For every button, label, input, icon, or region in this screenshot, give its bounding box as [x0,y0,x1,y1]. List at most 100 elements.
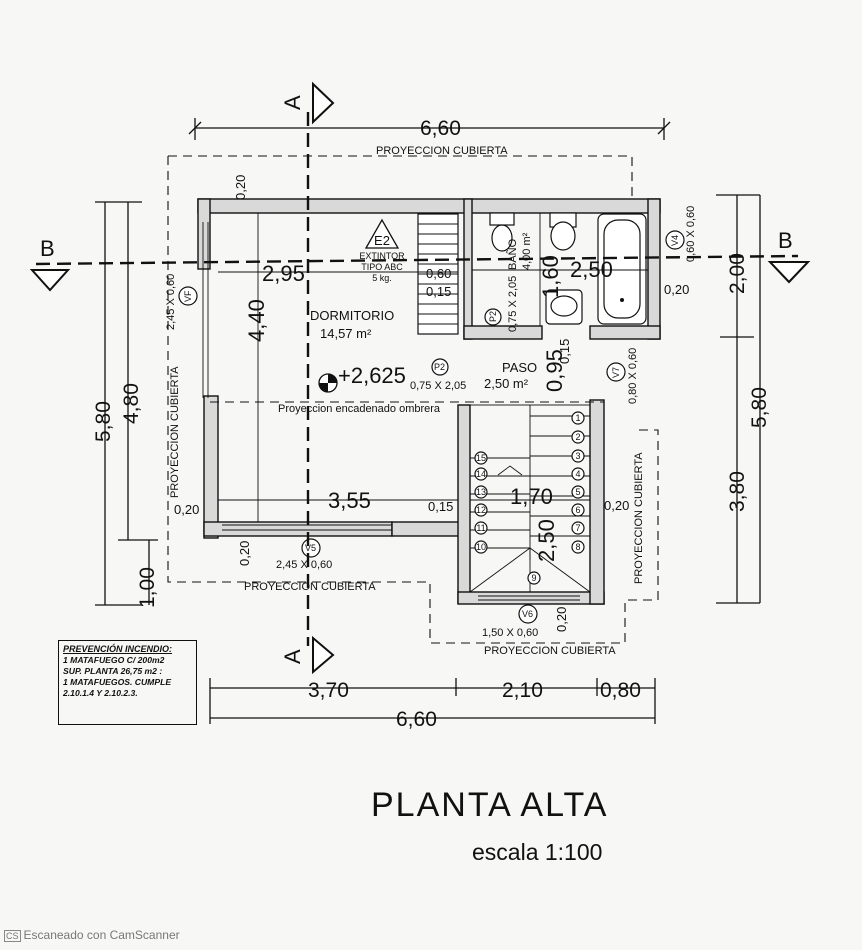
extinguisher-line3: 5 kg. [372,273,392,283]
extinguisher-symbol: E2 EXTINTOR TIPO ABC 5 kg. [359,218,405,283]
note-heading: PREVENCIÓN INCENDIO: [63,644,173,654]
step-10: 10 [474,540,488,554]
step-7: 7 [571,521,585,535]
tag-v5: V5 [305,543,316,553]
axis-b-label-left: B [40,236,55,261]
tag-v7-dim: 0,80 X 0,60 [627,348,639,404]
step-13: 13 [474,485,488,499]
step-11: 11 [474,521,488,535]
room-bano-area: 4,00 m² [521,232,533,270]
left-dimensions: 5,80 4,80 1,00 [92,201,159,608]
tag-v4-dim: 0,60 X 0,60 [685,206,697,262]
dim-2-50-stair: 2,50 [534,519,559,562]
svg-text:11: 11 [476,523,485,533]
dim-0-95: 0,95 [542,349,567,392]
room-paso-area: 2,50 m² [484,376,529,391]
dim-0-20-stair: 0,20 [554,607,569,632]
section-a-label-top: A [280,95,305,110]
section-axis-a: A A [280,81,335,675]
svg-text:3: 3 [575,451,580,461]
dim-right-2-00: 2,00 [726,253,749,294]
interior-dimensions: 2,95 2,50 4,40 3,55 1,70 1,60 0,95 2,50 … [174,175,689,632]
svg-text:14: 14 [476,469,486,479]
tag-p2-top: P2 [488,311,498,322]
stair-upper-flight [417,213,459,335]
stair-step-numbers: 1 2 3 4 5 6 7 8 9 10 11 12 13 14 15 [474,411,585,585]
wall-right [647,198,661,340]
note-line-4: 2.10.1.4 Y 2.10.2.3. [63,688,138,698]
dim-2-50: 2,50 [570,257,613,282]
window-v6 [478,595,580,601]
room-dormitorio-area: 14,57 m² [320,326,372,341]
step-12: 12 [474,503,488,517]
roof-projection-label-top: PROYECCION CUBIERTA [376,145,508,157]
dim-0-15-stair: 0,15 [426,284,451,299]
level-marker: +2,625 [318,363,406,393]
roof-projection-label-bottom-right: PROYECCION CUBIERTA [484,645,616,657]
note-line-3: 1 MATAFUEGOS. CUMPLE [63,677,172,687]
tag-p2-top-dim: 0,75 X 2,05 [507,276,519,332]
wall-bath-bottom-left [463,325,543,340]
dim-0-20-bottom: 0,20 [237,541,252,566]
plan-scale: escala 1:100 [472,839,603,865]
extinguisher-code: E2 [374,233,390,248]
step-9: 9 [527,571,541,585]
tag-vf-left-dim: 2,45 X 0,60 [165,274,177,330]
lintel-projection-label: Proyeccion encadenado ombrera [278,403,441,415]
wall-bath-left [463,198,473,340]
axis-b-label-right: B [778,228,793,253]
svg-text:5: 5 [575,487,580,497]
bathroom-fixtures [489,212,647,325]
step-2: 2 [571,430,585,444]
svg-text:12: 12 [476,505,486,515]
dim-left-4-80: 4,80 [120,383,143,424]
step-6: 6 [571,503,585,517]
section-axis-b: B B [29,228,811,292]
dim-bottom-3-70: 3,70 [308,679,349,702]
svg-text:2: 2 [575,432,580,442]
roof-projection-outline: PROYECCION CUBIERTA PROYECCION CUBIERTA … [167,145,659,657]
svg-text:4: 4 [575,469,580,479]
dim-bottom-6-60: 6,60 [396,708,437,731]
dim-right-5-80: 5,80 [748,387,771,428]
plan-title: PLANTA ALTA [371,786,609,824]
wall-left-upper [197,198,211,270]
svg-text:13: 13 [476,487,486,497]
note-line-2: SUP. PLANTA 26,75 m2 : [63,666,163,676]
wall-bath-bottom-right [589,325,661,340]
window-vf-left [202,222,209,398]
dim-0-15-paso: 0,15 [557,339,572,364]
step-4: 4 [571,467,585,481]
roof-projection-label-bottom: PROYECCION CUBIERTA [244,581,376,593]
tag-v7: V7 [611,367,621,378]
wall-bottom-mid [391,521,463,537]
svg-text:1: 1 [575,413,580,423]
dim-bottom-2-10: 2,10 [502,679,543,702]
dim-left-5-80: 5,80 [92,401,115,442]
watermark-text: Escaneado con CamScanner [23,928,180,942]
dim-0-15-bottom: 0,15 [428,499,453,514]
room-bano-name: BAÑO [506,238,519,270]
step-15: 15 [474,451,488,465]
dim-0-20-bath: 0,20 [664,282,689,297]
wall-bottom-left [203,521,393,537]
watermark-badge: CS [4,930,21,942]
wall-stair-right [589,399,605,605]
dim-1-70: 1,70 [510,484,553,509]
tag-vf-left: VF [183,290,193,302]
wall-stair-bottom [457,591,605,605]
svg-text:10: 10 [476,542,486,552]
dim-right-3-80: 3,80 [726,471,749,512]
fire-prevention-note: PREVENCIÓN INCENDIO: 1 MATAFUEGO C/ 200m… [58,640,197,725]
top-dimension-line: 6,60 [188,117,671,140]
dim-bottom-0-80: 0,80 [600,679,641,702]
dim-top-total: 6,60 [420,117,461,140]
roof-projection-label-right: PROYECCION CUBIERTA [633,452,645,584]
tag-p2-mid-dim: 0,75 X 2,05 [410,380,466,392]
right-dimensions: 2,00 3,80 5,80 [716,194,771,604]
dim-1-60: 1,60 [538,255,563,298]
room-paso-name: PASO [502,360,537,375]
tag-v4: V4 [670,235,680,246]
